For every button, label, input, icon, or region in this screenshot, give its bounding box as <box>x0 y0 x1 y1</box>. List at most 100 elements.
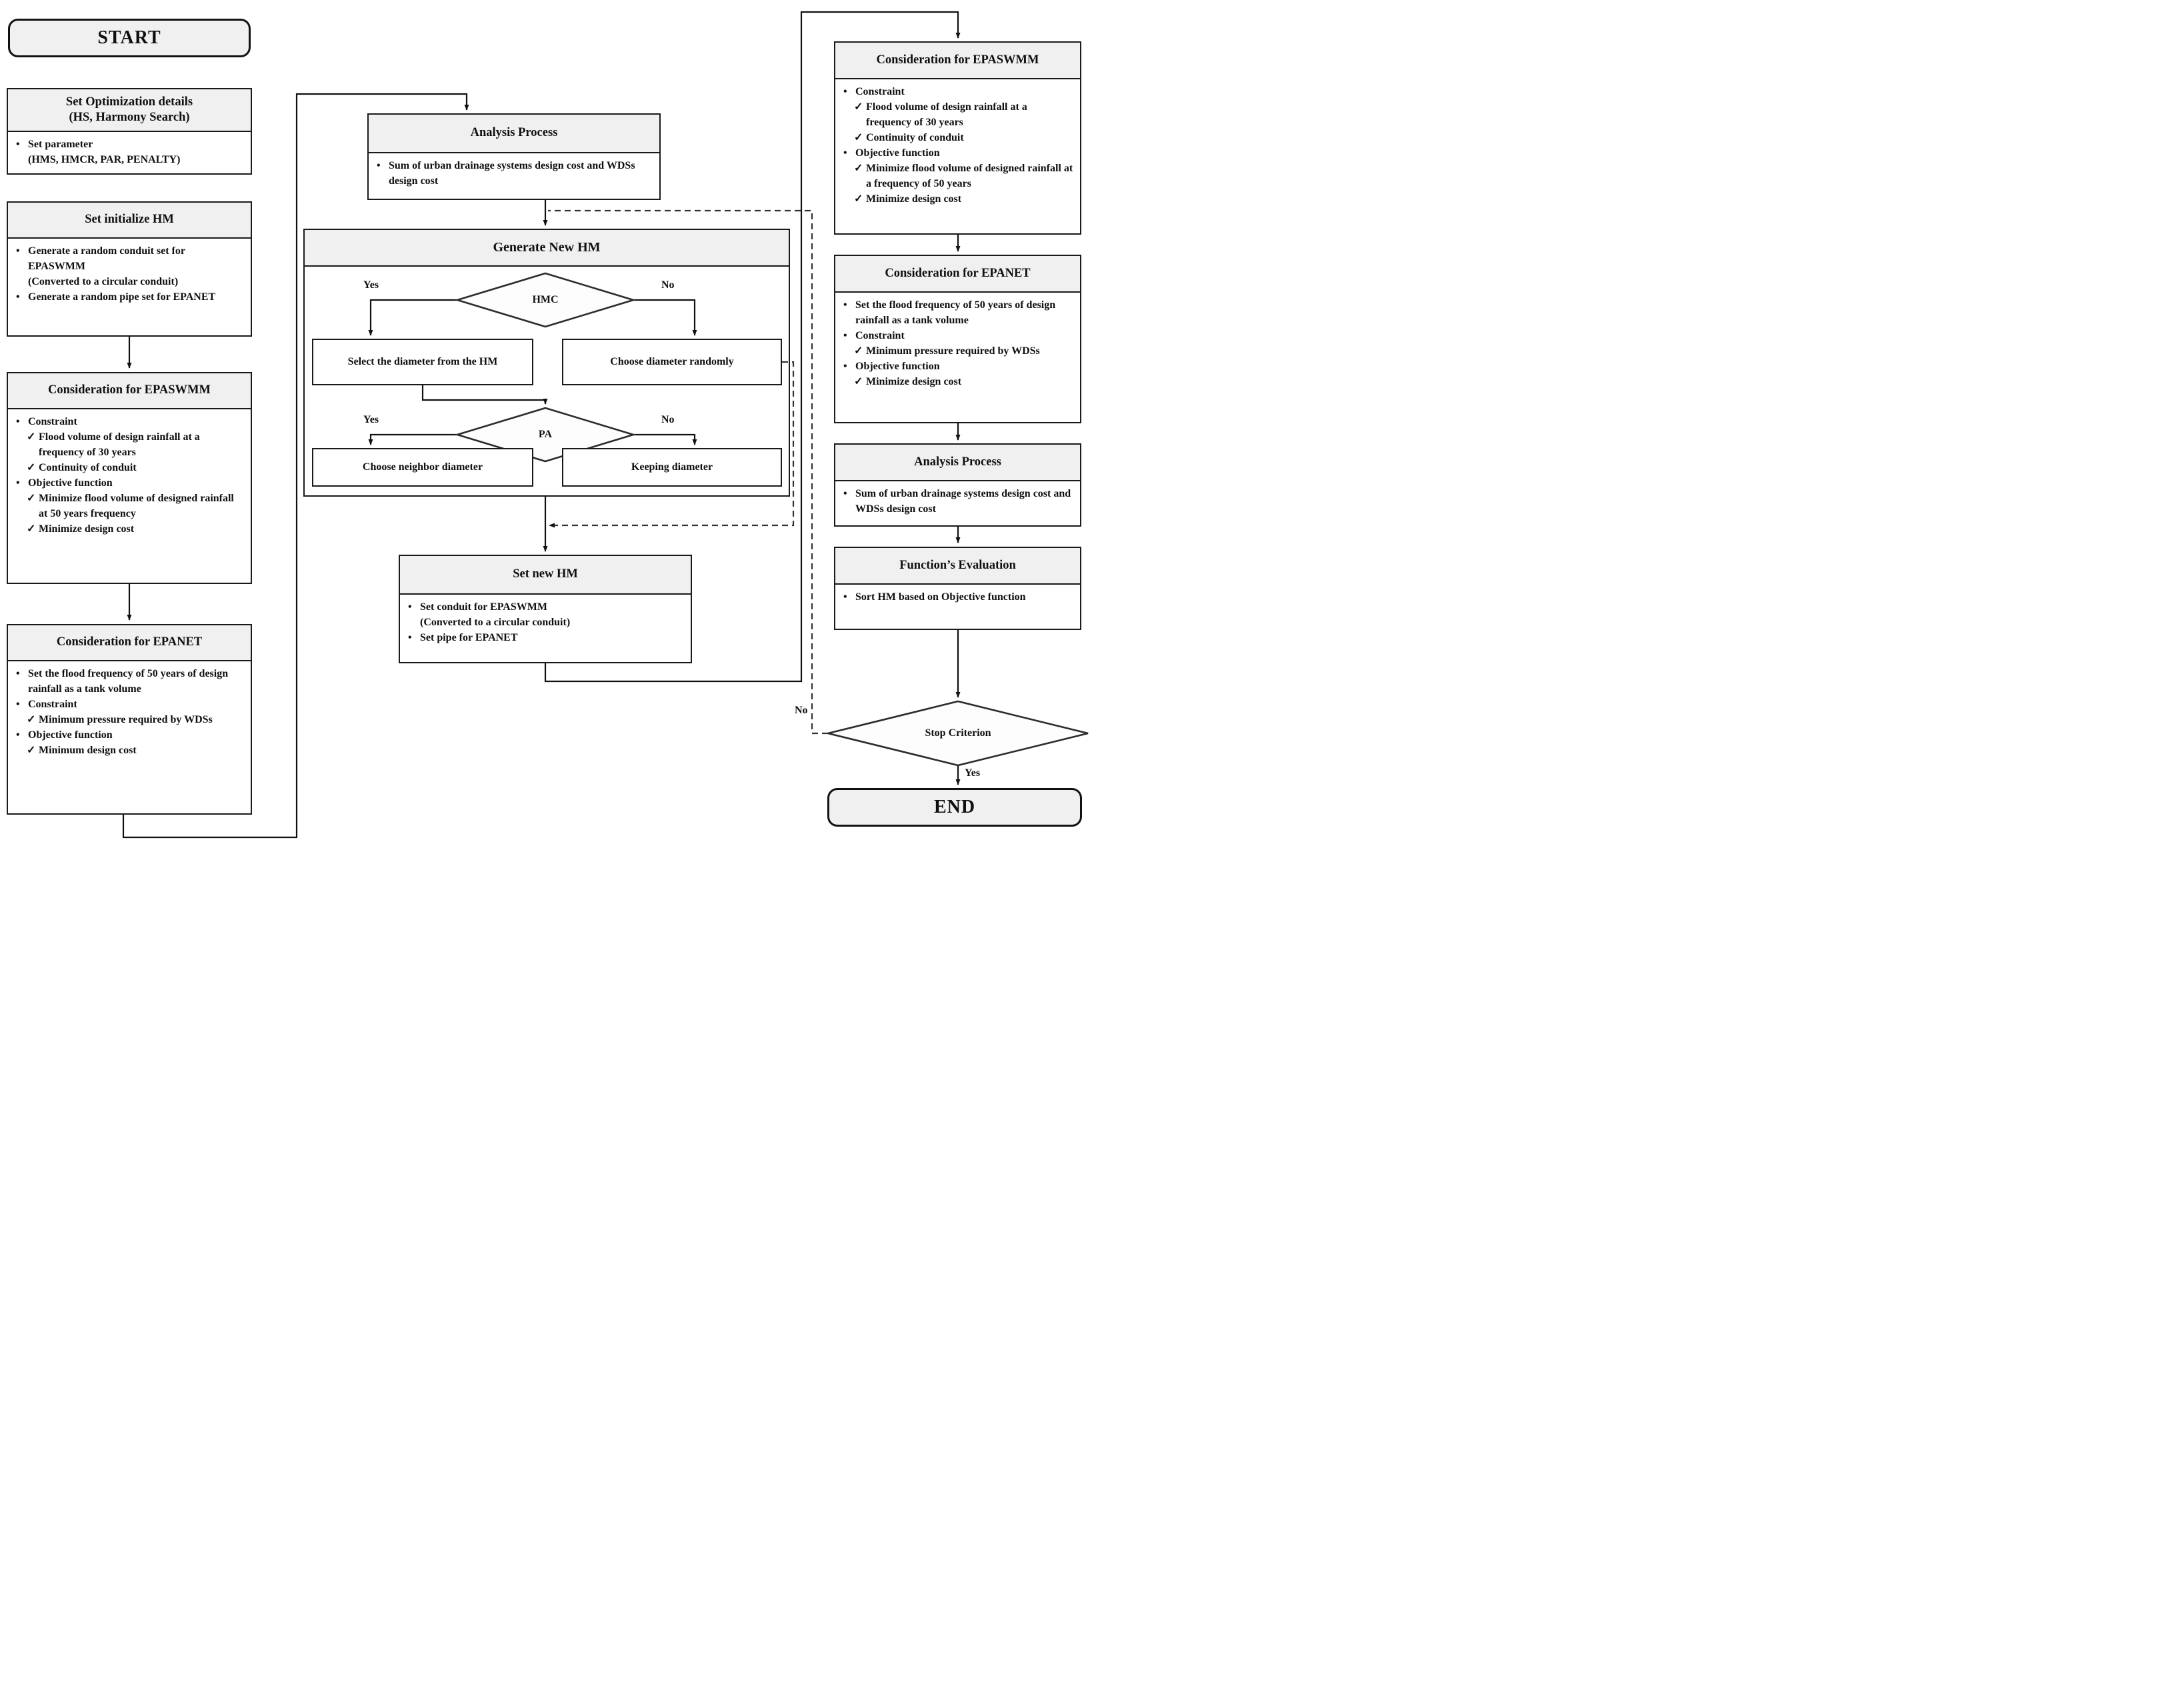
node-header: Analysis Process <box>369 115 659 153</box>
node-body: •Sum of urban drainage systems design co… <box>835 481 1080 519</box>
list-item: ✓Minimum pressure required by WDSs <box>843 343 1073 359</box>
list-item: •Set conduit for EPASWMM <box>408 599 684 615</box>
bullet-marker: • <box>16 139 20 150</box>
node-choose-diameter-randomly: Choose diameter randomly <box>562 339 782 385</box>
node-body: •Sum of urban drainage systems design co… <box>369 153 659 191</box>
list-item: •Constraint <box>843 84 1073 99</box>
node-body: • Set the flood frequency of 50 years of … <box>8 661 251 761</box>
node-label: Select the diameter from the HM <box>347 355 498 367</box>
node-consideration-epaswmm-left: Consideration for EPASWMM •Constraint✓Fl… <box>7 372 252 584</box>
list-item: • Constraint <box>16 414 244 429</box>
node-body: •Constraint✓Flood volume of design rainf… <box>835 79 1080 209</box>
list-item: •Set the flood frequency of 50 years of … <box>843 297 1073 328</box>
bullet-marker: • <box>843 330 847 342</box>
list-item-text: Minimize design cost <box>39 523 135 535</box>
edge-left-loop-to-analysis <box>122 93 469 839</box>
bullet-marker: • <box>16 729 20 741</box>
bullet-marker: • <box>408 601 412 613</box>
node-select-diameter-from-hm: Select the diameter from the HM <box>312 339 533 385</box>
list-item-text: Minimum pressure required by WDSs <box>39 714 213 726</box>
list-item-text: Objective function <box>855 147 940 159</box>
node-header: Function’s Evaluation <box>835 548 1080 585</box>
check-marker: ✓ <box>854 345 863 357</box>
list-item: (Converted to a circular conduit) <box>408 615 684 630</box>
edge-hmc-no <box>633 299 697 336</box>
list-item: •Generate a random pipe set for EPANET <box>16 289 244 305</box>
bullet-marker: • <box>16 416 20 427</box>
edge-stop-no-return-dashed <box>548 209 828 735</box>
node-header: Consideration for EPASWMM <box>835 43 1080 79</box>
bullet-marker: • <box>843 299 847 311</box>
bullet-marker: • <box>16 668 20 679</box>
node-keeping-diameter: Keeping diameter <box>562 448 782 487</box>
list-item: • Sort HM based on Objective function <box>843 589 1073 605</box>
list-item: •Constraint <box>843 328 1073 343</box>
node-body: •Set the flood frequency of 50 years of … <box>835 293 1080 392</box>
node-header: Consideration for EPANET <box>8 625 251 661</box>
check-marker: ✓ <box>854 132 863 144</box>
edge-setnew-loop-to-epaswmm-right <box>544 11 961 683</box>
bullet-marker: • <box>843 147 847 159</box>
bullet-marker: • <box>408 632 412 644</box>
bullet-marker: • <box>16 291 20 303</box>
node-title: Consideration for EPANET <box>56 635 203 649</box>
pa-no-label: No <box>661 414 675 425</box>
check-marker: ✓ <box>854 163 863 175</box>
edge-pa-no <box>633 433 697 445</box>
list-item: ✓Minimize flood volume of designed rainf… <box>843 161 1073 191</box>
node-label: Choose diameter randomly <box>610 355 734 367</box>
node-title: Set initialize HM <box>85 213 174 227</box>
list-item: (Converted to a circular conduit) <box>16 274 244 289</box>
list-item-text: Sort HM based on Objective function <box>855 591 1026 603</box>
check-marker: ✓ <box>27 745 36 757</box>
node-header: Analysis Process <box>835 445 1080 481</box>
node-title: Function’s Evaluation <box>899 558 1016 572</box>
node-consideration-epanet-right: Consideration for EPANET •Set the flood … <box>834 255 1081 423</box>
check-marker: ✓ <box>854 101 863 113</box>
list-item: ✓Continuity of conduit <box>843 130 1073 145</box>
bullet-marker: • <box>843 591 847 603</box>
edge-choose-random-return-dashed <box>549 361 795 528</box>
list-item: ✓Flood volume of design rainfall at a fr… <box>16 429 244 460</box>
list-item: • Set the flood frequency of 50 years of … <box>16 666 244 697</box>
list-item-text: Set pipe for EPANET <box>420 632 518 644</box>
list-item-text: Set parameter <box>28 139 93 150</box>
list-item-text: Minimize design cost <box>866 193 962 205</box>
node-set-initialize-hm: Set initialize HM • Generate a random con… <box>7 201 252 337</box>
list-item: ✓Minimize design cost <box>843 191 1073 207</box>
list-item: •Constraint <box>16 697 244 712</box>
bullet-marker: • <box>843 488 847 499</box>
node-title: Consideration for EPASWMM <box>876 53 1039 67</box>
list-item-text: Continuity of conduit <box>39 462 137 474</box>
node-choose-neighbor-diameter: Choose neighbor diameter <box>312 448 533 487</box>
list-item: ✓Continuity of conduit <box>16 460 244 475</box>
check-marker: ✓ <box>27 523 36 535</box>
node-body: •Set conduit for EPASWMM (Converted to a … <box>400 595 691 648</box>
node-body: • Sort HM based on Objective function <box>835 585 1080 607</box>
pa-yes-label: Yes <box>363 414 379 425</box>
node-title: Consideration for EPANET <box>885 266 1031 280</box>
list-item-text: Objective function <box>28 729 113 741</box>
node-generate-new-hm-container: Generate New HM <box>303 229 790 497</box>
list-item-text: Objective function <box>855 361 940 373</box>
list-item-text: Generate a random conduit set for EPASWM… <box>28 245 185 273</box>
node-consideration-epanet-left: Consideration for EPANET • Set the flood … <box>7 624 252 815</box>
list-item-text: Objective function <box>28 477 113 489</box>
check-marker: ✓ <box>854 193 863 205</box>
node-body: • Constraint ✓Flood volume of design rainf… <box>8 409 251 539</box>
start-label: START <box>97 27 161 48</box>
list-item-text: Sum of urban drainage systems design cos… <box>389 160 635 187</box>
list-item-text: (Converted to a circular conduit) <box>28 276 179 288</box>
list-item-text: (Converted to a circular conduit) <box>420 617 571 629</box>
hmc-decision-label: HMC <box>532 294 559 305</box>
list-item: ✓Minimum design cost <box>16 743 244 758</box>
list-item: •Sum of urban drainage systems design co… <box>377 158 653 189</box>
list-item-text: Constraint <box>28 416 77 427</box>
list-item-text: (HMS, HMCR, PAR, PENALTY) <box>28 154 181 166</box>
stop-yes-label: Yes <box>965 767 981 779</box>
list-item-text: Set the flood frequency of 50 years of d… <box>28 668 229 695</box>
node-label: Keeping diameter <box>631 461 713 473</box>
list-item-text: Minimum design cost <box>39 745 137 757</box>
check-marker: ✓ <box>27 431 36 443</box>
edge-select-to-pa <box>421 385 548 405</box>
